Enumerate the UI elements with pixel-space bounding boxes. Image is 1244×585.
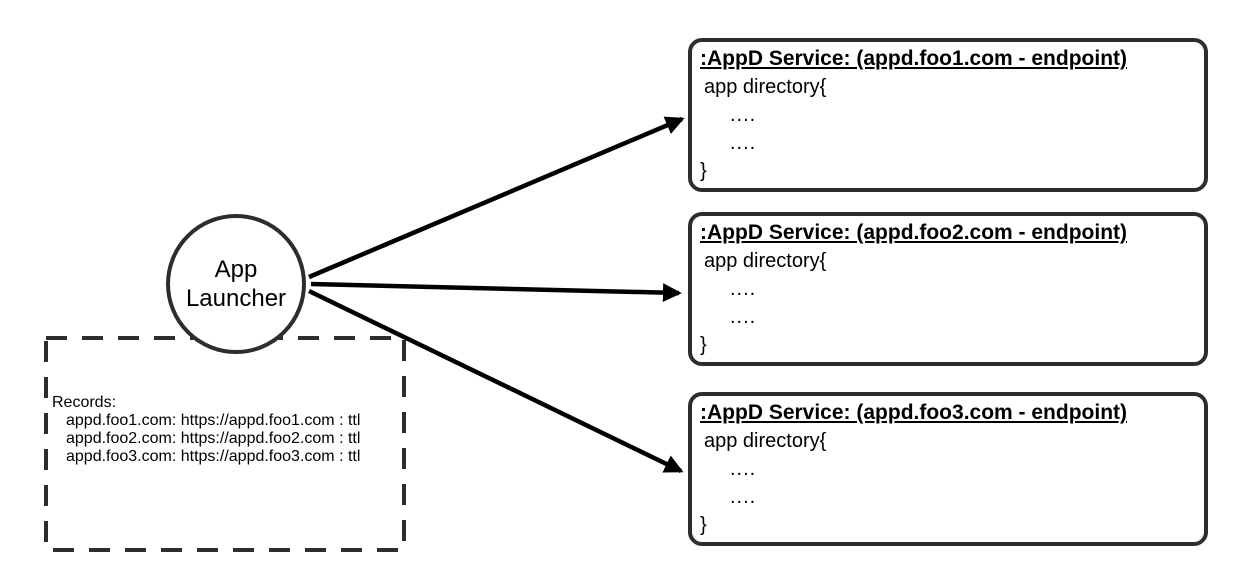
service-body-line: ....: [730, 486, 757, 508]
service-body-line: }: [700, 514, 707, 536]
record-entry: appd.foo2.com: https://appd.foo2.com : t…: [66, 430, 361, 447]
service-body-line: }: [700, 334, 707, 356]
service-body-line: app directory{: [704, 76, 827, 98]
arrow-launcher-to-service-3: [308, 288, 684, 474]
record-entry: appd.foo1.com: https://appd.foo1.com : t…: [66, 412, 361, 429]
records-title: Records:: [52, 394, 117, 411]
service-body-line: ....: [730, 278, 757, 300]
record-entry: appd.foo3.com: https://appd.foo3.com : t…: [66, 448, 361, 465]
app-launcher-label-line1: App: [214, 256, 258, 283]
service-title: :AppD Service: (appd.foo3.com - endpoint…: [700, 401, 1128, 424]
appd-service-box-3: :AppD Service: (appd.foo3.com - endpoint…: [688, 392, 1208, 546]
service-body-line: ....: [730, 132, 757, 154]
service-title: :AppD Service: (appd.foo1.com - endpoint…: [700, 47, 1128, 70]
app-launcher-node: App Launcher: [166, 214, 306, 354]
records-note: Records: appd.foo1.com: https://appd.foo…: [52, 394, 360, 466]
appd-service-box-1: :AppD Service: (appd.foo1.com - endpoint…: [688, 38, 1208, 192]
service-body-line: ....: [730, 306, 757, 328]
service-body-line: app directory{: [704, 430, 827, 452]
service-body-line: }: [700, 160, 707, 182]
appd-service-box-2: :AppD Service: (appd.foo2.com - endpoint…: [688, 212, 1208, 366]
app-launcher-label-line2: Launcher: [185, 285, 287, 312]
arrow-launcher-to-service-1: [308, 116, 685, 280]
service-body-line: app directory{: [704, 250, 827, 272]
service-title: :AppD Service: (appd.foo2.com - endpoint…: [700, 221, 1128, 244]
service-body-line: ....: [730, 458, 757, 480]
service-body-line: ....: [730, 104, 757, 126]
arrow-launcher-to-service-2: [310, 281, 682, 303]
